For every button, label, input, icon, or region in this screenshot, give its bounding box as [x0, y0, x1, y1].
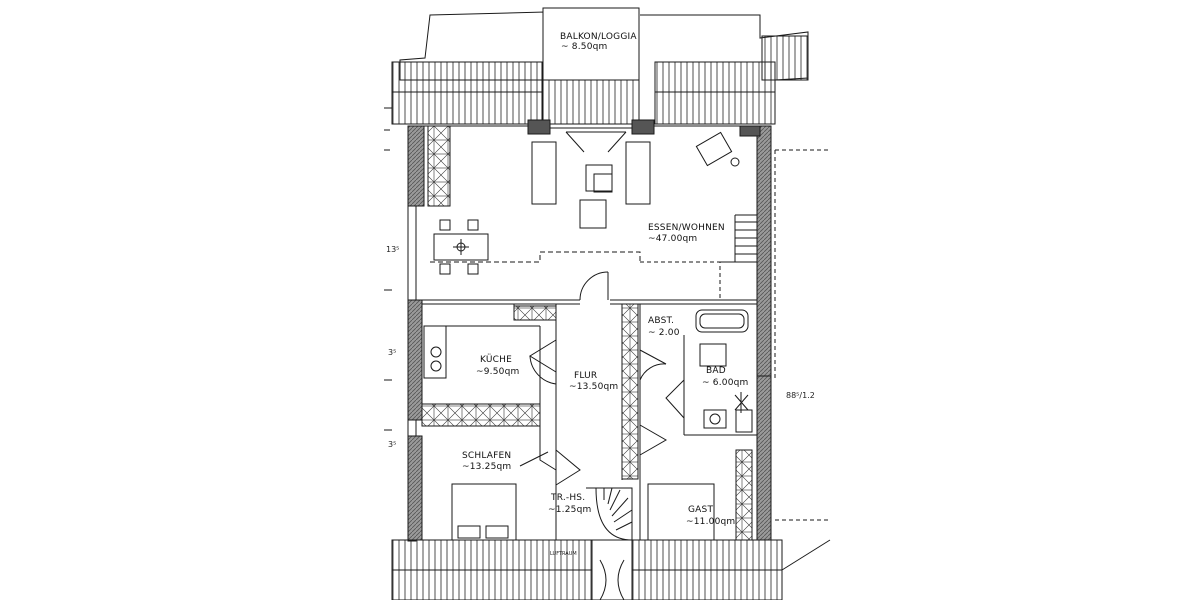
dimension-left-3: 3⁵ [388, 440, 397, 449]
stairwell [586, 487, 633, 541]
terrace-outline [774, 149, 830, 521]
room-label-balkon: BALKON/LOGGIA [560, 32, 637, 42]
room-area-abst: ~ 2.00 [648, 328, 680, 338]
room-area-bad: ~ 6.00qm [702, 378, 749, 388]
door-swings [519, 271, 685, 486]
room-area-gast: ~11.00qm [686, 517, 736, 527]
room-label-essen: ESSEN/WOHNEN [648, 223, 725, 233]
roof-overhang-left [391, 11, 546, 125]
room-area-kueche: ~9.50qm [476, 367, 520, 377]
dimension-left-1: 13⁵ [386, 245, 400, 254]
bath-fixtures [695, 309, 753, 433]
interior-walls [421, 299, 757, 541]
dimension-left-2: 3⁵ [388, 348, 397, 357]
room-area-schlafen: ~13.25qm [462, 462, 512, 472]
left-ticks [384, 107, 392, 431]
room-label-bad: BAD [706, 366, 726, 376]
armchair [695, 131, 740, 167]
room-label-gast: GAST [688, 505, 714, 515]
room-label-kueche: KÜCHE [480, 355, 512, 365]
kitchen-fixtures [423, 325, 541, 404]
sofa-group [531, 131, 651, 229]
room-area-balkon: ~ 8.50qm [561, 42, 608, 52]
room-label-flur: FLUR [574, 371, 598, 381]
room-label-abst: ABST. [648, 316, 675, 326]
roof-overhang-bottom [391, 539, 831, 600]
bed-schlafen [451, 483, 517, 541]
dining-table [433, 219, 489, 275]
room-area-flur: ~13.50qm [569, 382, 619, 392]
room-area-trhs: ~1.25qm [548, 505, 592, 515]
balcony-loggia [542, 7, 640, 129]
luftraum-label: LUFTRAUM [550, 551, 577, 557]
exterior-walls [407, 119, 772, 542]
room-label-trhs: TR.-HS. [551, 493, 586, 503]
room-label-schlafen: SCHLAFEN [462, 451, 512, 461]
roof-overhang-right [640, 14, 809, 125]
room-area-essen: ~47.00qm [648, 234, 698, 244]
dimension-right: 88⁵/1.2 [786, 391, 815, 400]
stair-living [640, 214, 758, 298]
opening-line [430, 251, 641, 263]
